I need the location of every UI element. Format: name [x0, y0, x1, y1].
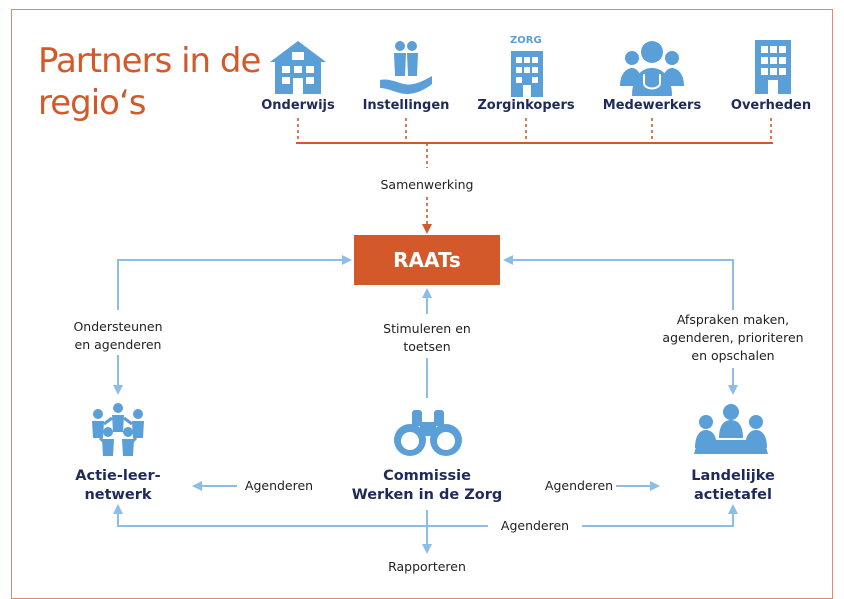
binoculars-icon: [394, 410, 462, 456]
edge-label-samenwerking: Samenwerking: [376, 176, 478, 194]
edge-label-agenderen-left: Agenderen: [244, 478, 314, 493]
caring-hand-icon: [380, 41, 432, 94]
edge-label-stimuleren: Stimuleren en toetsen: [372, 320, 482, 356]
edge-label-agenderen-right: Agenderen: [544, 478, 614, 493]
node-label-landelijke-actietafel: Landelijke actietafel: [691, 468, 775, 503]
partner-label-medewerkers: Medewerkers: [602, 98, 702, 113]
partner-dashed-lines: [297, 118, 772, 234]
edge-label-rapporteren: Rapporteren: [388, 559, 466, 574]
edge-label-afspraken: Afspraken maken, agenderen, prioriteren …: [660, 311, 806, 365]
partner-label-onderwijs: Onderwijs: [261, 98, 335, 113]
school-building-icon: [270, 41, 326, 94]
zorg-building-icon: [511, 51, 543, 97]
edge-label-ondersteunen: Ondersteunen en agenderen: [62, 318, 174, 354]
zorg-badge: ZORG: [510, 35, 542, 46]
node-label-commissie: Commissie Werken in de Zorg: [351, 468, 503, 503]
edge-label-agenderen-bottom: Agenderen: [488, 517, 582, 535]
partner-label-instellingen: Instellingen: [362, 98, 450, 113]
medical-staff-icon: [620, 41, 684, 96]
raats-box: RAATs: [354, 235, 500, 285]
node-label-actie-leer-netwerk: Actie-leer- netwerk: [75, 468, 161, 503]
people-circle-icon: [92, 403, 144, 456]
government-building-icon: [755, 40, 791, 94]
meeting-table-icon: [694, 404, 768, 454]
partner-label-zorginkopers: Zorginkopers: [477, 98, 575, 113]
diagram-title: Partners in de regio‘s: [38, 41, 261, 123]
partner-label-overheden: Overheden: [730, 98, 812, 113]
